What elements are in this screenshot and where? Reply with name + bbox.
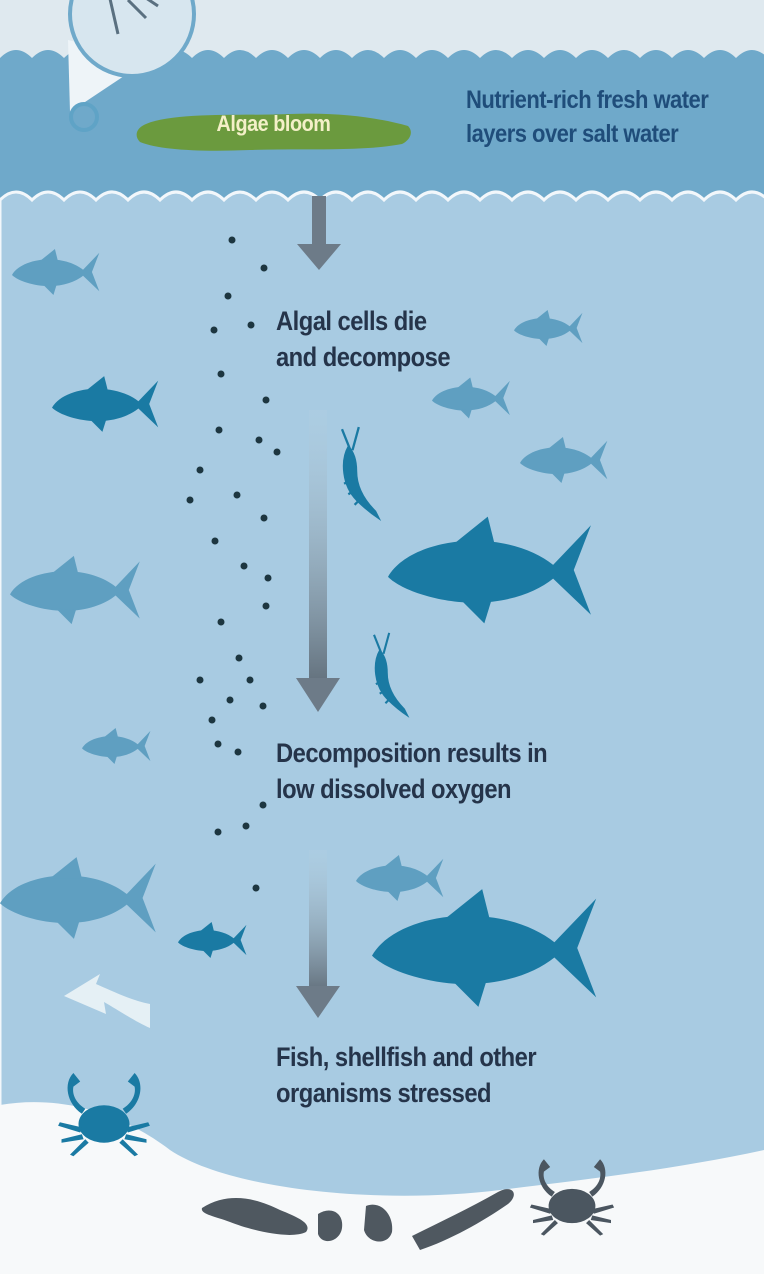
organisms-stressed-label-line-2: organisms stressed <box>276 1076 536 1112</box>
low-oxygen-label-line-1: Decomposition results in <box>276 736 547 772</box>
organisms-stressed-label-line-1: Fish, shellfish and other <box>276 1040 536 1076</box>
low-oxygen-label-line-2: low dissolved oxygen <box>276 772 547 808</box>
organisms-stressed-label: Fish, shellfish and other organisms stre… <box>276 1040 536 1111</box>
low-oxygen-label: Decomposition results in low dissolved o… <box>276 736 547 807</box>
freshwater-layer-label-line-2: layers over salt water <box>466 118 708 152</box>
algal-cells-label: Algal cells die and decompose <box>276 304 450 375</box>
algae-bloom-label: Algae bloom <box>150 111 398 137</box>
freshwater-layer-label: Nutrient-rich fresh water layers over sa… <box>466 84 708 152</box>
freshwater-layer-label-line-1: Nutrient-rich fresh water <box>466 84 708 118</box>
algal-cells-label-line-2: and decompose <box>276 340 450 376</box>
algal-cells-label-line-1: Algal cells die <box>276 304 450 340</box>
